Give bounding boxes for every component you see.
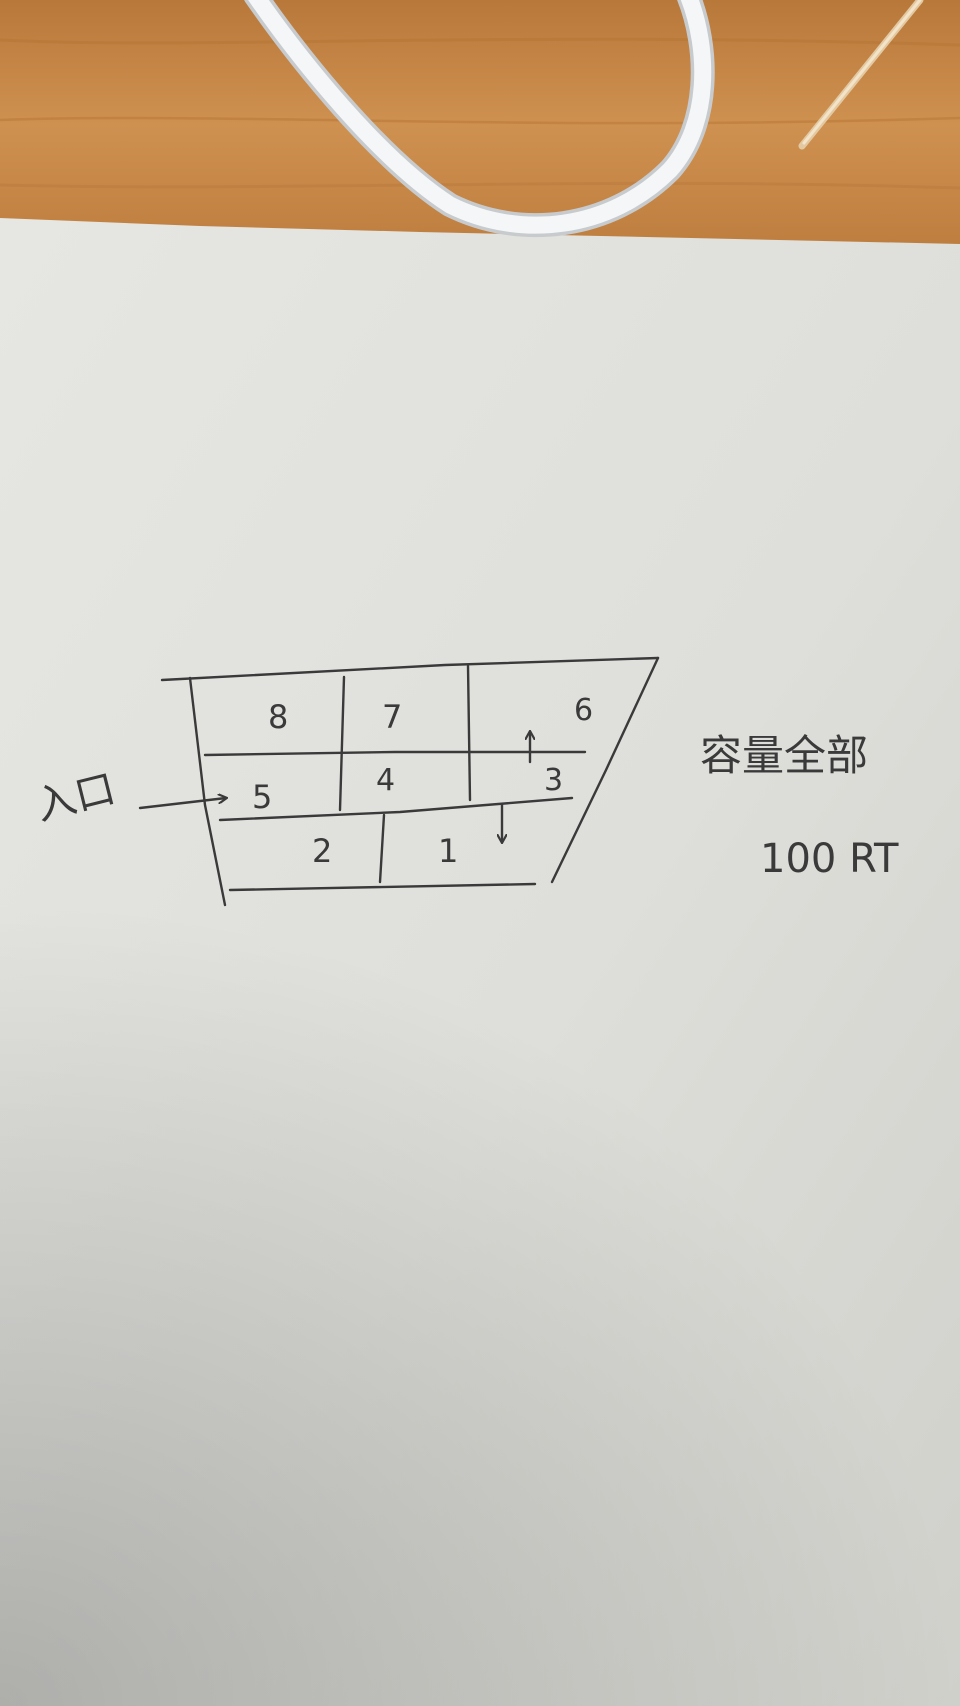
col-line-bottom bbox=[378, 813, 386, 884]
row-line-1 bbox=[203, 750, 587, 757]
outline-left bbox=[188, 676, 227, 907]
cell-6: 6 bbox=[574, 693, 593, 728]
cell-5: 5 bbox=[252, 778, 272, 816]
entry-arrow bbox=[138, 798, 226, 810]
cell-labels: 8 7 6 5 4 3 2 1 bbox=[252, 693, 593, 870]
cable-loop bbox=[244, 0, 715, 238]
cell-8: 8 bbox=[268, 698, 288, 736]
cell-2: 2 bbox=[312, 832, 332, 870]
note-line-1: 容量全部 bbox=[700, 731, 868, 780]
outline-top bbox=[160, 656, 660, 682]
col-line-top-left bbox=[338, 675, 346, 812]
cell-3: 3 bbox=[544, 763, 563, 798]
paper-sheet bbox=[0, 218, 960, 1706]
cell-1: 1 bbox=[438, 832, 458, 870]
toothpick bbox=[798, 0, 924, 150]
cell-4: 4 bbox=[376, 763, 395, 798]
floor-plan-diagram bbox=[138, 656, 660, 907]
note-line-2: 100 RT bbox=[760, 836, 899, 882]
row-line-2 bbox=[218, 796, 574, 822]
col-line-top-right bbox=[466, 664, 472, 802]
outline-right bbox=[550, 656, 660, 884]
capacity-note: 容量全部 100 RT bbox=[700, 731, 899, 882]
cell-7: 7 bbox=[382, 698, 402, 736]
outline-bottom bbox=[228, 882, 537, 892]
